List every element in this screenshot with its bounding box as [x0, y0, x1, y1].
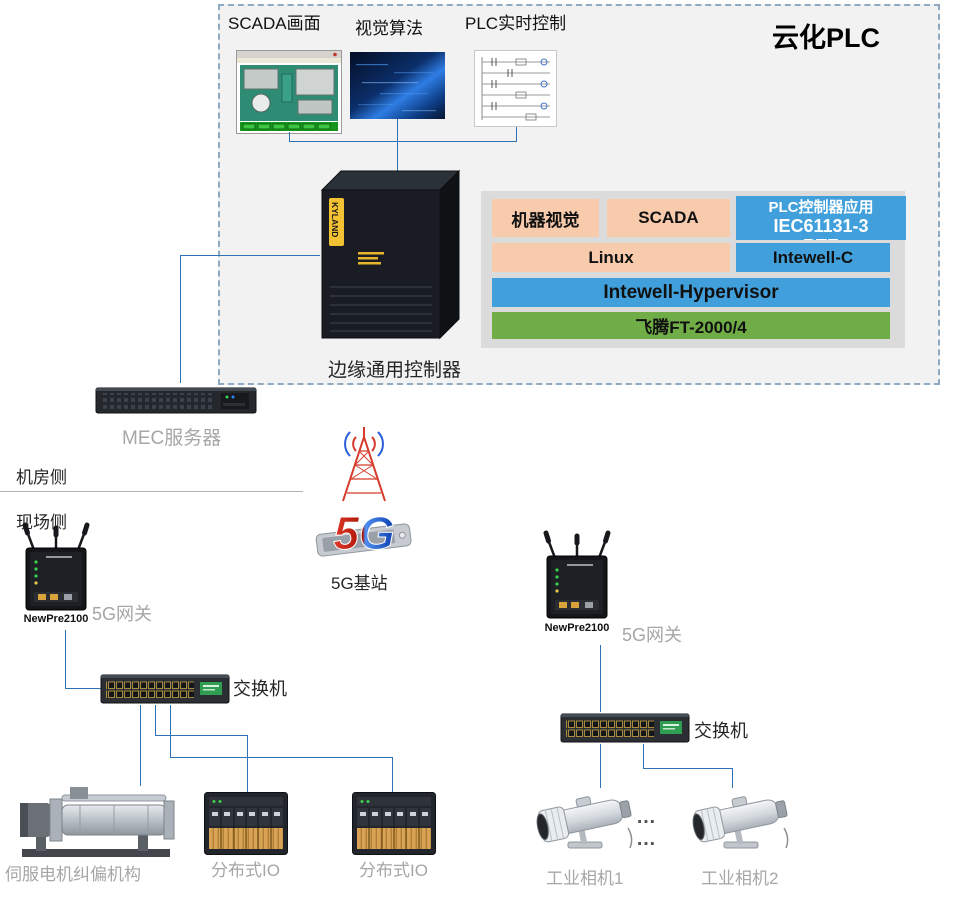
- connector-line: [247, 735, 248, 792]
- distributed-io1-image: [204, 792, 288, 855]
- bts-5g-text: 5G: [333, 507, 394, 559]
- scada-screenshot-image: [236, 50, 342, 134]
- edge-controller-image: KYLAND: [318, 166, 464, 346]
- controller-logo-text: KYLAND: [330, 202, 340, 237]
- connector-line: [180, 255, 181, 383]
- vision-algorithm-image: [350, 52, 445, 119]
- stack-linux-block: Linux: [492, 243, 730, 272]
- industrial-camera1-image: [528, 786, 640, 852]
- industrial-camera2-label: 工业相机2: [701, 869, 779, 888]
- stack-machine-vision-block: 机器视觉: [492, 199, 599, 237]
- mec-server-image: [95, 383, 257, 417]
- connector-line: [732, 768, 733, 788]
- mec-server-label: MEC服务器: [122, 428, 222, 449]
- connector-line: [155, 735, 248, 736]
- connector-line: [643, 768, 733, 769]
- connector-line: [170, 757, 393, 758]
- gateway-right-image: [537, 528, 617, 624]
- connector-line: [397, 119, 398, 141]
- gateway-right-model: NewPre2100: [544, 622, 610, 634]
- connector-line: [516, 127, 517, 141]
- connector-line: [65, 630, 66, 689]
- connector-line: [397, 141, 398, 171]
- servo-label: 伺服电机纠偏机构: [5, 865, 141, 884]
- connector-line: [140, 705, 141, 786]
- bts-5g-image: 5G: [303, 423, 425, 561]
- ellipsis-row: …: [636, 806, 656, 828]
- gateway-left-label: 5G网关: [92, 604, 153, 624]
- stack-intewell-c-block: Intewell-C: [736, 243, 890, 272]
- gateway-right-label: 5G网关: [622, 625, 683, 645]
- plc-realtime-label: PLC实时控制: [465, 14, 567, 33]
- stack-cpu-block: 飞腾FT-2000/4: [492, 312, 890, 339]
- bts-label: 5G基站: [331, 574, 388, 593]
- distributed-io2-image: [352, 792, 436, 855]
- connector-line: [600, 645, 601, 712]
- industrial-camera2-image: [684, 786, 796, 852]
- switch-right-image: [560, 711, 690, 744]
- switch-left-label: 交换机: [233, 679, 287, 699]
- side-divider-line: [0, 491, 306, 492]
- gateway-left-model: NewPre2100: [23, 613, 89, 625]
- vision-algorithm-label: 视觉算法: [355, 19, 423, 38]
- connector-line: [600, 744, 601, 788]
- ellipsis-row: …: [636, 828, 656, 850]
- edge-controller-label: 边缘通用控制器: [328, 360, 462, 381]
- connector-line: [180, 255, 320, 256]
- plc-app-line2: IEC61131-3: [773, 216, 869, 236]
- switch-right-label: 交换机: [694, 721, 748, 741]
- plc-app-line3: RTE: [803, 236, 839, 240]
- plc-ladder-image: [474, 50, 557, 127]
- scada-screen-label: SCADA画面: [228, 14, 321, 33]
- connector-line: [155, 705, 156, 736]
- stack-hypervisor-block: Intewell-Hypervisor: [492, 278, 890, 307]
- industrial-camera1-label: 工业相机1: [546, 869, 624, 888]
- cloud-plc-title: 云化PLC: [772, 23, 880, 53]
- camera-ellipsis: … …: [636, 806, 656, 850]
- connector-line: [289, 132, 290, 141]
- connector-line: [170, 705, 171, 758]
- distributed-io1-label: 分布式IO: [211, 861, 280, 880]
- connector-line: [392, 757, 393, 792]
- gateway-left-image: [16, 520, 96, 616]
- distributed-io2-label: 分布式IO: [359, 861, 428, 880]
- connector-line: [643, 744, 644, 769]
- plc-app-line1: PLC控制器应用: [768, 199, 874, 216]
- switch-left-image: [100, 672, 230, 705]
- connector-line: [289, 141, 517, 142]
- stack-scada-block: SCADA: [607, 199, 730, 237]
- servo-mechanism-image: [18, 785, 188, 861]
- room-side-label: 机房侧: [16, 468, 67, 487]
- connector-line: [65, 688, 101, 689]
- stack-plc-app-block: PLC控制器应用 IEC61131-3 RTE: [736, 196, 906, 240]
